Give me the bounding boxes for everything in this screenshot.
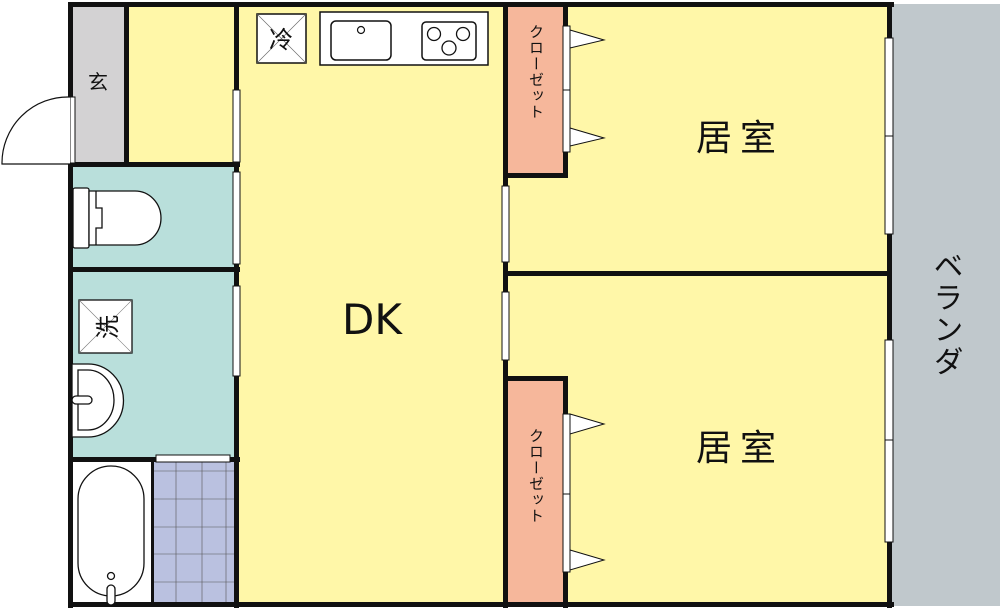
sink-icon xyxy=(330,20,392,61)
washer-label: 洗 xyxy=(94,315,122,339)
room2-label: 居室 xyxy=(696,428,784,469)
doors[interactable] xyxy=(155,25,894,573)
fridge-label: 冷 xyxy=(269,26,293,54)
toilet-icon xyxy=(72,187,162,249)
bath-tile-floor xyxy=(154,460,236,606)
entrance-door[interactable] xyxy=(1,96,76,165)
genkan xyxy=(72,6,126,164)
room1-label: 居室 xyxy=(696,118,784,159)
closet1 xyxy=(506,6,566,176)
dk-room xyxy=(236,6,506,606)
tile-grid xyxy=(154,462,236,604)
closet-door-handles xyxy=(569,29,606,571)
veranda-label: ベランダ xyxy=(928,250,963,378)
bathtub-icon xyxy=(77,465,145,606)
veranda xyxy=(890,4,1000,606)
dk-label: DK xyxy=(342,295,403,344)
kitchen-counter xyxy=(319,11,489,66)
wash-basin-icon xyxy=(71,363,125,438)
fridge-icon: 冷 xyxy=(256,13,307,64)
washer-icon: 洗 xyxy=(78,299,133,354)
closet2-label: クローゼット xyxy=(527,428,545,524)
genkan-label: 玄 xyxy=(88,70,108,94)
closet2 xyxy=(506,378,566,606)
closet1-label: クローゼット xyxy=(527,24,545,120)
entry-hall xyxy=(126,6,236,164)
